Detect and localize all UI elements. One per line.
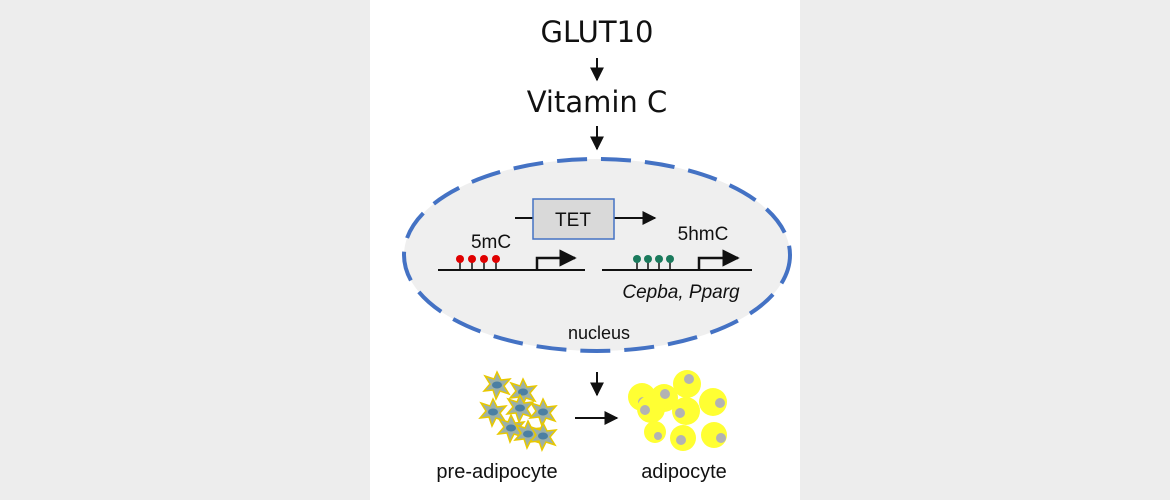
- gene-names-label: Cepba, Pparg: [622, 282, 740, 303]
- tet-label: TET: [555, 210, 591, 231]
- 5hmc-marks: [633, 255, 674, 270]
- methylated-gene: [438, 249, 585, 271]
- nucleus-label: nucleus: [568, 323, 630, 343]
- glut10-label: GLUT10: [540, 15, 653, 49]
- pre-adipocyte-cells: [478, 370, 558, 452]
- 5mc-marks: [456, 255, 500, 270]
- tet-box: [532, 198, 615, 240]
- promoter-arrow-right: [697, 249, 740, 270]
- nucleus-ellipse: [402, 157, 792, 353]
- promoter-arrow-left: [535, 249, 577, 270]
- hydroxymethylated-gene: [602, 249, 752, 271]
- 5mc-label: 5mC: [471, 232, 511, 253]
- adipocyte-label: adipocyte: [641, 461, 727, 483]
- vitamin-c-label: Vitamin C: [527, 85, 668, 119]
- pre-adipocyte-label: pre-adipocyte: [436, 461, 557, 483]
- 5hmc-label: 5hmC: [678, 224, 729, 245]
- adipocyte-cells: [628, 370, 727, 451]
